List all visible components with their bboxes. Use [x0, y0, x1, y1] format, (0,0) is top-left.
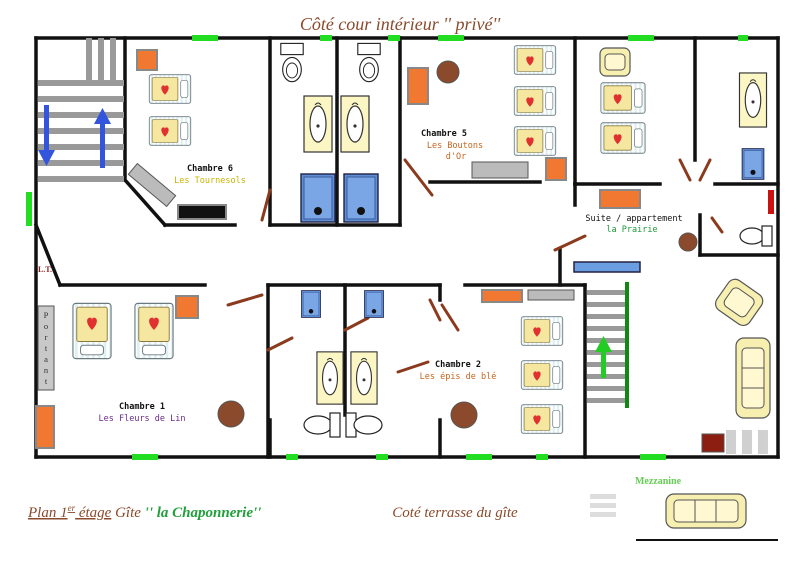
footer: Plan 1er étage Gîte '' la Chaponnerie'' … [27, 503, 518, 521]
plan-sup: er [68, 503, 76, 513]
bed-icon [520, 316, 564, 346]
bed-icon [134, 302, 174, 360]
bed-icon [520, 404, 564, 434]
windows [26, 35, 748, 460]
plan-prefix: Plan 1 [27, 505, 68, 521]
portant-letter: P [44, 310, 49, 320]
bed-icon [600, 82, 646, 114]
gite-label: Gîte [111, 505, 144, 521]
walls [33, 36, 780, 459]
sofa-icon [665, 493, 747, 529]
bathroom-bottom [300, 290, 385, 438]
room-label-chambre-2: Chambre 2 [435, 360, 481, 370]
shower-icon [741, 148, 765, 180]
portant-letter: a [44, 354, 48, 364]
room-name-chambre-2: Les épis de blé [420, 371, 497, 382]
room-name-chambre-5: Les Boutons [427, 141, 483, 151]
sink-icon [738, 72, 768, 128]
mezzanine-label: Mezzanine [635, 476, 682, 487]
armchair-icon [599, 47, 631, 77]
bed-icon [520, 360, 564, 390]
toilet-icon [357, 42, 381, 83]
lounge-furniture [701, 278, 771, 454]
bathroom-top [280, 42, 381, 223]
red-marker [768, 190, 774, 214]
lt-label: L.T. [38, 265, 52, 274]
armchair-icon [714, 278, 764, 327]
bed-icon [513, 86, 557, 116]
suite-furniture [573, 47, 698, 273]
portant-letter: r [45, 332, 48, 342]
room-name-chambre-1: Les Fleurs de Lin [99, 414, 186, 424]
shower-icon [300, 290, 322, 318]
toilet-icon [303, 412, 341, 438]
portant-rail [37, 305, 55, 391]
bed-icon [513, 126, 557, 156]
portant-letter: o [44, 321, 48, 331]
bed-icon [148, 74, 192, 104]
bed-icon [72, 302, 112, 360]
toilet-icon [280, 42, 304, 83]
doors [226, 158, 724, 374]
sink-icon [350, 351, 378, 405]
room-labels: Chambre 6 Les Tournesols Chambre 5 Les B… [38, 129, 683, 424]
room-name-suite: la Prairie [606, 225, 657, 235]
sink-icon [340, 95, 370, 153]
portant-letter: t [45, 343, 48, 353]
chambre-2-furniture [450, 289, 575, 434]
portant-label: P o r t a n t [44, 310, 49, 386]
portant-letter: n [44, 365, 49, 375]
shower-icon [343, 173, 379, 223]
room-name-chambre-6: Les Tournesols [174, 176, 246, 186]
chambre-5-furniture [407, 45, 567, 181]
toilet-icon [739, 225, 773, 247]
bed-icon [600, 122, 646, 154]
room-label-suite: Suite / appartement [585, 214, 682, 224]
room-label-chambre-5: Chambre 5 [421, 129, 467, 139]
toilet-icon [345, 412, 383, 438]
shower-icon [300, 173, 336, 223]
room-name-chambre-5-line2: d'Or [446, 152, 466, 162]
chaponnerie-label: '' la Chaponnerie'' [145, 505, 262, 521]
bed-icon [148, 116, 192, 146]
chambre-1-furniture [35, 295, 245, 449]
sofa-icon [735, 337, 771, 419]
page-title: Côté cour intérieur '' privé'' [300, 14, 502, 34]
staircase-left [38, 38, 124, 182]
chambre-6-furniture [127, 49, 227, 220]
plan-title: Plan 1er étage Gîte '' la Chaponnerie'' [27, 503, 261, 521]
shower-icon [363, 290, 385, 318]
portant-letter: t [45, 376, 48, 386]
arrow-down-icon [38, 105, 55, 166]
sink-icon [316, 351, 344, 405]
sink-icon [303, 95, 333, 153]
room-label-chambre-1: Chambre 1 [119, 402, 165, 412]
header: Côté cour intérieur '' privé'' [300, 14, 502, 34]
bed-icon [513, 45, 557, 75]
mezzanine [590, 493, 778, 541]
plan-suffix: étage [75, 505, 112, 521]
terrasse-label: Coté terrasse du gîte [392, 505, 518, 521]
bathroom-suite [738, 72, 773, 247]
arrow-up-icon [94, 108, 111, 168]
room-label-chambre-6: Chambre 6 [187, 164, 233, 174]
staircase-right [587, 282, 629, 408]
arrow-up-icon [595, 336, 612, 378]
